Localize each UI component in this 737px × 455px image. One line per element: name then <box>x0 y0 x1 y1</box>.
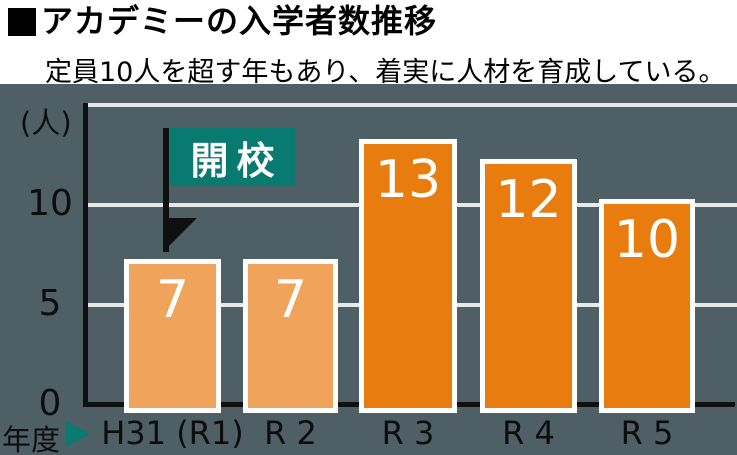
x-axis-category-label: R 3 <box>381 414 435 452</box>
y-axis-line <box>83 103 88 407</box>
gridline-15 <box>88 103 737 107</box>
bar: 10 <box>599 199 695 413</box>
chart-header: アカデミーの入学者数推移 <box>8 2 438 40</box>
bar: 12 <box>480 159 577 413</box>
bar-value-label: 13 <box>374 150 442 210</box>
x-axis-title-arrow-icon <box>66 421 90 447</box>
annotation-down-arrowhead-icon <box>163 218 197 252</box>
bar: 7 <box>124 259 221 413</box>
x-axis-category-label: H31 (R1) <box>101 414 244 452</box>
y-axis-tick-label: 10 <box>27 183 73 224</box>
x-axis-category-label: R 2 <box>264 414 317 452</box>
bar-value-label: 7 <box>155 270 190 330</box>
bar-value-label: 10 <box>613 210 681 270</box>
annotation-arrow-pole <box>163 128 169 252</box>
y-axis-unit-label: (人) <box>20 106 72 140</box>
y-axis-tick-label: 5 <box>38 283 62 324</box>
bar-value-label: 12 <box>495 170 562 230</box>
title-bullet-square-icon <box>8 7 36 36</box>
x-axis-title: 年度 <box>2 423 61 455</box>
y-axis-tick-label: 0 <box>38 383 62 424</box>
x-axis-category-label: R 4 <box>502 414 555 452</box>
bar: 7 <box>243 259 338 413</box>
chart-subtitle: 定員10人を超す年もあり、着実に人材を育成している。 <box>45 57 726 88</box>
bar-value-label: 7 <box>273 270 308 330</box>
bar: 13 <box>359 139 457 413</box>
page-title: アカデミーの入学者数推移 <box>41 2 438 40</box>
annotation-flag: 開校 <box>170 128 295 186</box>
x-axis-category-label: R 5 <box>620 414 674 452</box>
